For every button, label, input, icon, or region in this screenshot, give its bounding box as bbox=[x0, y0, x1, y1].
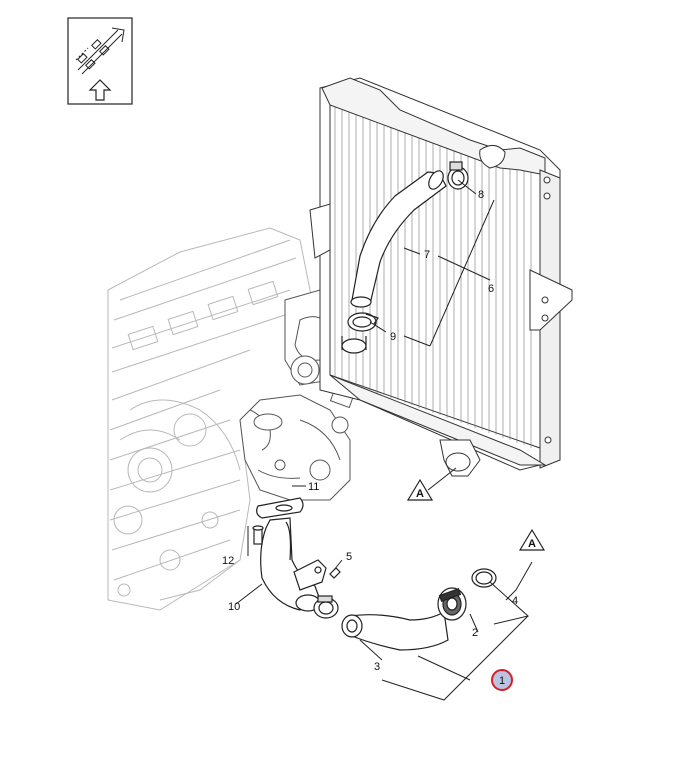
callout-2: 2 bbox=[472, 627, 478, 639]
reference-marker-lower: A bbox=[518, 528, 546, 551]
upper-hose bbox=[341, 161, 469, 354]
callout-4: 4 bbox=[512, 595, 518, 607]
callout-6: 6 bbox=[488, 283, 494, 295]
callout-12: 12 bbox=[222, 555, 234, 567]
callout-1: 1 bbox=[499, 675, 505, 687]
callout-5: 5 bbox=[346, 551, 352, 563]
orientation-icon-box bbox=[67, 17, 133, 105]
callout-3: 3 bbox=[374, 661, 380, 673]
callouts: 8 7 6 9 11 12 5 10 4 2 3 1 bbox=[222, 189, 518, 691]
reference-a-upper-label: A bbox=[416, 488, 424, 500]
leader-lines bbox=[235, 179, 533, 701]
reference-marker-upper: A bbox=[406, 478, 434, 501]
radiator bbox=[309, 77, 573, 477]
callout-10: 10 bbox=[228, 601, 240, 613]
reference-a-lower-label: A bbox=[528, 538, 536, 550]
callout-11: 11 bbox=[308, 481, 319, 493]
callout-1-highlight[interactable]: 1 bbox=[491, 669, 513, 691]
arrow-up-outline-icon bbox=[88, 79, 112, 101]
lower-pipe-assembly bbox=[252, 497, 341, 612]
lower-hose bbox=[313, 568, 497, 651]
hose-assembly-thumbnail-icon bbox=[75, 27, 125, 75]
callout-8: 8 bbox=[478, 189, 484, 201]
callout-9: 9 bbox=[390, 331, 396, 343]
engine-block bbox=[107, 227, 319, 611]
callout-7: 7 bbox=[424, 249, 430, 261]
